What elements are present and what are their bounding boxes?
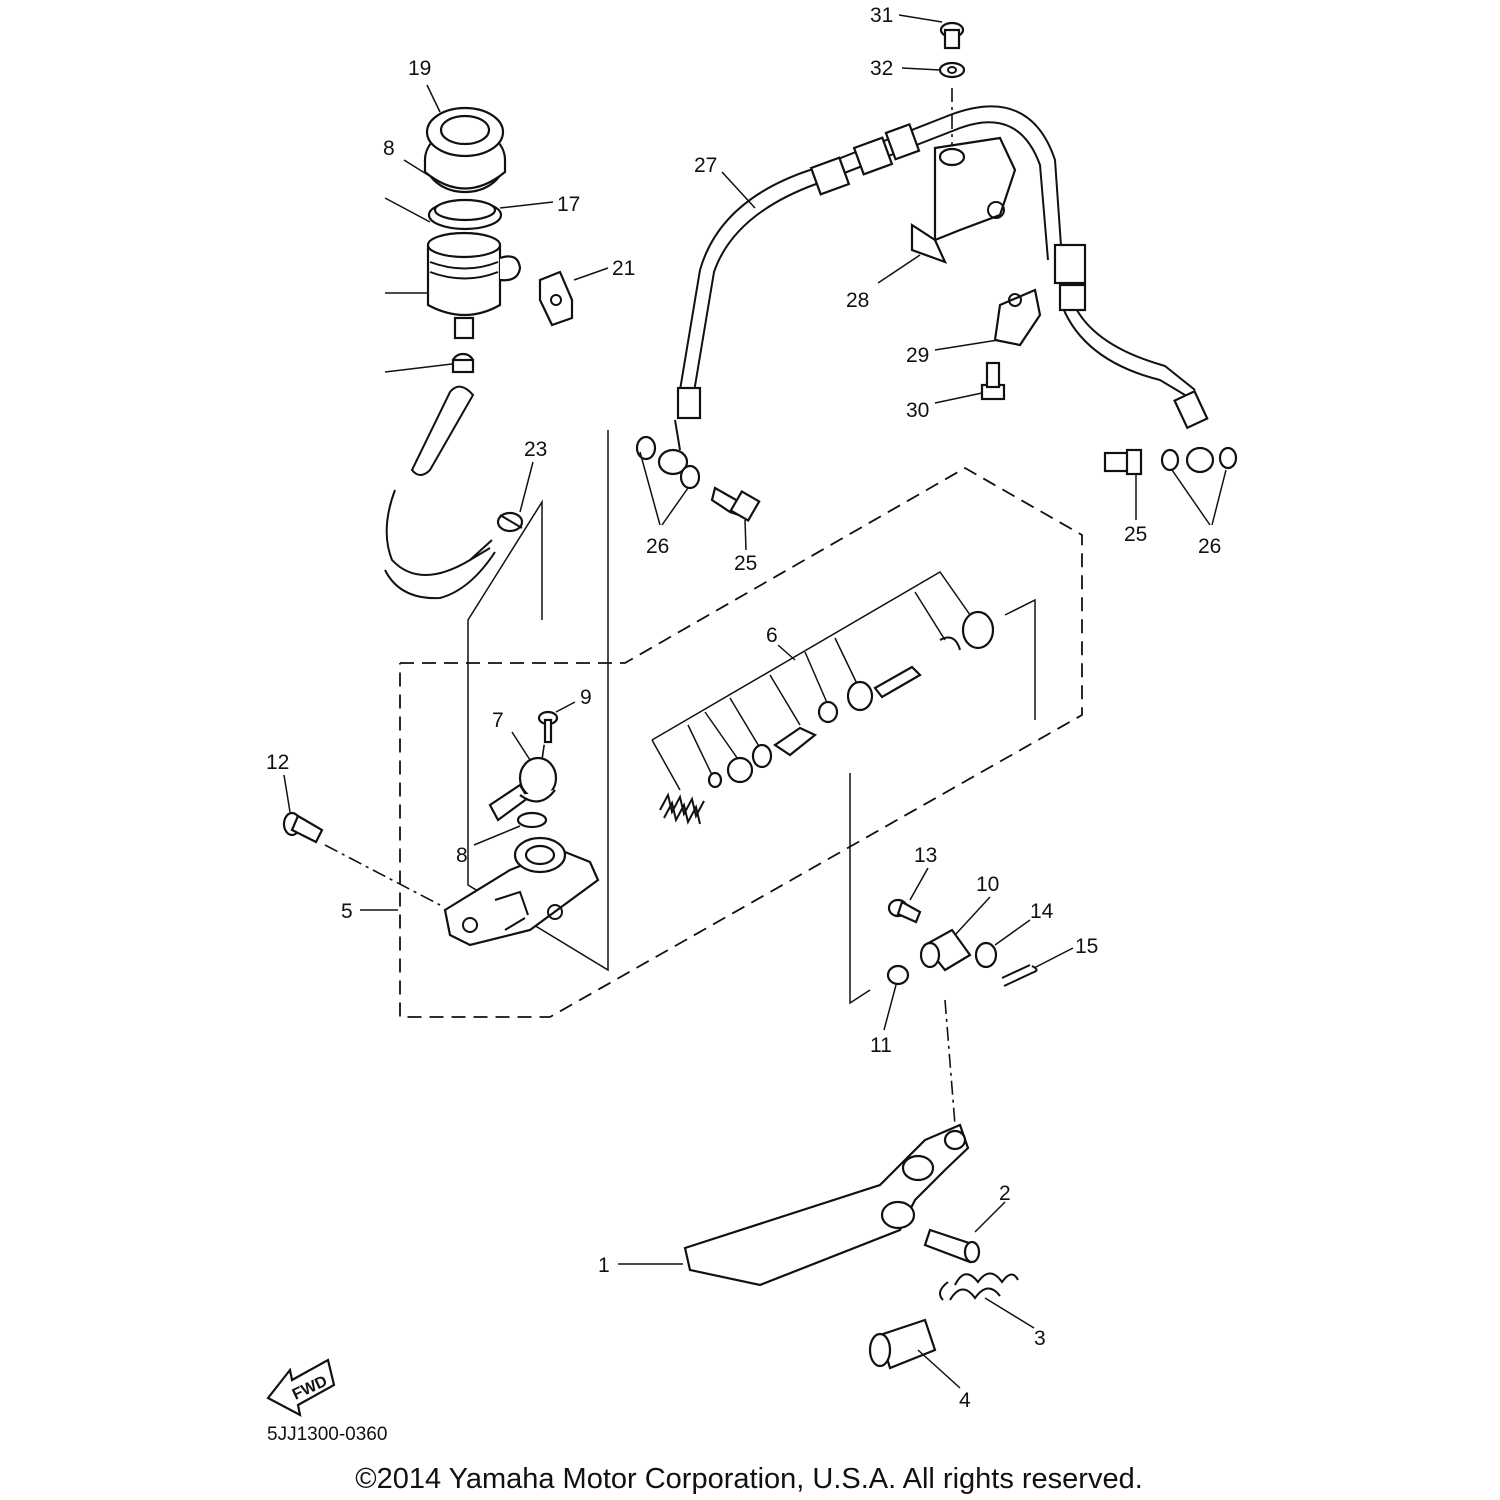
bolt-30 (980, 361, 1006, 401)
reservoir-diaphragm (427, 198, 503, 231)
callout-8-bottom: 8 (456, 844, 468, 867)
reservoir-bracket (538, 270, 574, 327)
hose-guide-bracket (910, 136, 1017, 264)
o-ring (516, 811, 548, 829)
washer-14 (974, 941, 998, 969)
callout-1: 1 (598, 1254, 610, 1277)
bolt-31 (939, 21, 965, 50)
callout-26-left: 26 (646, 535, 669, 558)
leader-lines (283, 14, 1227, 1389)
hose-joint (488, 756, 558, 822)
callout-19: 19 (408, 57, 431, 80)
callout-23: 23 (524, 438, 547, 461)
callout-13: 13 (914, 844, 937, 867)
callout-27: 27 (694, 154, 717, 177)
fwd-arrow-icon: FWD (266, 1358, 336, 1418)
assembly-outlines (324, 88, 1083, 1126)
nut-11 (886, 964, 910, 986)
brake-hose (657, 105, 1215, 476)
hose-clamp-upper (451, 352, 475, 374)
cylinder-kit-parts (651, 571, 995, 825)
callout-3: 3 (1034, 1327, 1046, 1350)
callout-31: 31 (870, 4, 893, 27)
cotter-pin-15 (1001, 964, 1038, 987)
drawing-number: 5JJ1300-0360 (267, 1424, 387, 1445)
return-spring-3 (938, 1272, 1019, 1301)
pivot-bolt-2 (923, 1228, 981, 1264)
bolt-12 (282, 811, 324, 844)
union-bolt-left (635, 435, 761, 523)
callout-21: 21 (612, 257, 635, 280)
pin-13 (887, 898, 922, 924)
callout-26-right: 26 (1198, 535, 1221, 558)
callout-32: 32 (870, 57, 893, 80)
hose-clamp-lower (496, 511, 524, 533)
callout-10: 10 (976, 873, 999, 896)
callout-5: 5 (341, 900, 353, 923)
reservoir-cap (423, 106, 507, 194)
bushing-4 (868, 1318, 937, 1370)
callout-15: 15 (1075, 935, 1098, 958)
clevis-10 (919, 928, 972, 972)
callout-14: 14 (1030, 900, 1054, 923)
callout-25-right: 25 (1124, 523, 1147, 546)
screw-9 (537, 710, 559, 744)
master-cylinder-body (443, 836, 600, 947)
callout-2: 2 (999, 1182, 1011, 1205)
callout-6: 6 (766, 624, 778, 647)
callout-25-left: 25 (734, 552, 757, 575)
brake-pedal (683, 1123, 970, 1287)
callout-labels: 31 32 19 8 17 21 27 28 29 30 23 26 25 25… (266, 4, 1221, 1412)
callout-9: 9 (580, 686, 592, 709)
reservoir-tank (426, 231, 522, 340)
callout-28: 28 (846, 289, 869, 312)
washer-32 (938, 61, 966, 79)
callout-30: 30 (906, 399, 929, 422)
callout-12: 12 (266, 751, 289, 774)
callout-29: 29 (906, 344, 929, 367)
callout-11: 11 (870, 1034, 892, 1057)
callout-7: 7 (492, 709, 504, 732)
callout-4: 4 (959, 1389, 971, 1412)
callout-17: 17 (557, 193, 580, 216)
hose-holder (993, 288, 1042, 347)
copyright-notice: ©2014 Yamaha Motor Corporation, U.S.A. A… (355, 1463, 1143, 1495)
union-bolt-right (1103, 446, 1238, 476)
reservoir-hose (384, 385, 496, 600)
callout-8-top: 8 (383, 137, 395, 160)
